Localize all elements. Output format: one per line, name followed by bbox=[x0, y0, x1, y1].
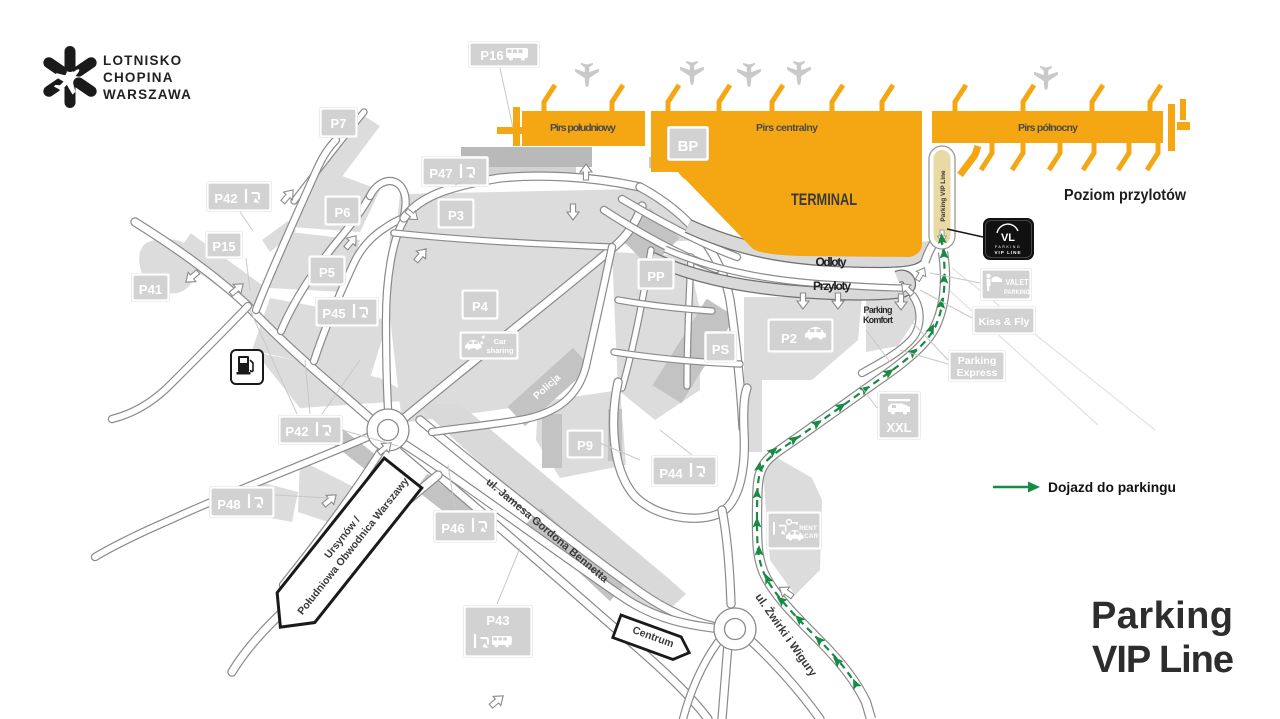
svg-text:P5: P5 bbox=[319, 265, 335, 280]
svg-text:P7: P7 bbox=[331, 116, 347, 131]
svg-text:P48: P48 bbox=[217, 497, 240, 512]
svg-text:P44: P44 bbox=[659, 466, 683, 481]
svg-text:P15: P15 bbox=[212, 239, 235, 254]
svg-text:TERMINAL: TERMINAL bbox=[791, 191, 857, 209]
svg-text:P42: P42 bbox=[214, 191, 237, 206]
svg-text:Express: Express bbox=[957, 367, 998, 379]
svg-text:WARSZAWA: WARSZAWA bbox=[103, 87, 192, 102]
svg-text:P46: P46 bbox=[441, 521, 464, 536]
svg-text:VIP LINE: VIP LINE bbox=[994, 250, 1021, 255]
svg-text:P2: P2 bbox=[781, 331, 797, 346]
svg-text:P16: P16 bbox=[480, 48, 503, 63]
svg-text:VALET: VALET bbox=[1006, 278, 1029, 287]
svg-text:BP: BP bbox=[678, 138, 699, 155]
svg-text:VL: VL bbox=[1001, 232, 1015, 244]
svg-text:Przyloty: Przyloty bbox=[813, 279, 851, 293]
svg-text:P3: P3 bbox=[448, 208, 464, 223]
svg-text:LOTNISKO: LOTNISKO bbox=[103, 53, 182, 68]
svg-text:Kiss & Fly: Kiss & Fly bbox=[979, 316, 1030, 328]
svg-text:P43: P43 bbox=[486, 613, 509, 628]
svg-text:P41: P41 bbox=[139, 282, 162, 297]
svg-text:Pirs południowy: Pirs południowy bbox=[550, 122, 616, 134]
svg-text:Parking: Parking bbox=[958, 355, 997, 367]
svg-text:Parking: Parking bbox=[1091, 595, 1233, 637]
svg-text:PARKING: PARKING bbox=[995, 245, 1021, 249]
svg-text:Dojazd do parkingu: Dojazd do parkingu bbox=[1048, 480, 1176, 495]
svg-text:Poziom przylotów: Poziom przylotów bbox=[1064, 187, 1186, 204]
svg-text:VIP Line: VIP Line bbox=[1092, 639, 1234, 681]
svg-text:P4: P4 bbox=[472, 299, 489, 314]
svg-text:P47: P47 bbox=[429, 166, 452, 181]
svg-text:XXL: XXL bbox=[886, 420, 911, 435]
svg-text:Parking VIP Line: Parking VIP Line bbox=[940, 170, 947, 222]
svg-text:P42: P42 bbox=[285, 424, 308, 439]
svg-text:Komfort: Komfort bbox=[863, 315, 893, 325]
svg-text:PS: PS bbox=[712, 342, 730, 357]
svg-text:PP: PP bbox=[647, 269, 665, 284]
svg-text:RENT: RENT bbox=[799, 525, 817, 532]
svg-text:sharing: sharing bbox=[486, 346, 514, 355]
svg-text:P9: P9 bbox=[577, 438, 593, 453]
svg-text:CHOPINA: CHOPINA bbox=[103, 70, 174, 85]
svg-text:P6: P6 bbox=[335, 205, 351, 220]
svg-text:Odloty: Odloty bbox=[816, 255, 847, 269]
svg-text:A CAR: A CAR bbox=[798, 533, 819, 540]
svg-text:Car: Car bbox=[494, 337, 507, 346]
svg-text:Pirs północny: Pirs północny bbox=[1018, 122, 1078, 134]
svg-text:Parking: Parking bbox=[864, 305, 893, 315]
svg-text:PARKING: PARKING bbox=[1004, 289, 1030, 296]
svg-text:P45: P45 bbox=[322, 306, 345, 321]
svg-text:Pirs centralny: Pirs centralny bbox=[756, 122, 818, 134]
